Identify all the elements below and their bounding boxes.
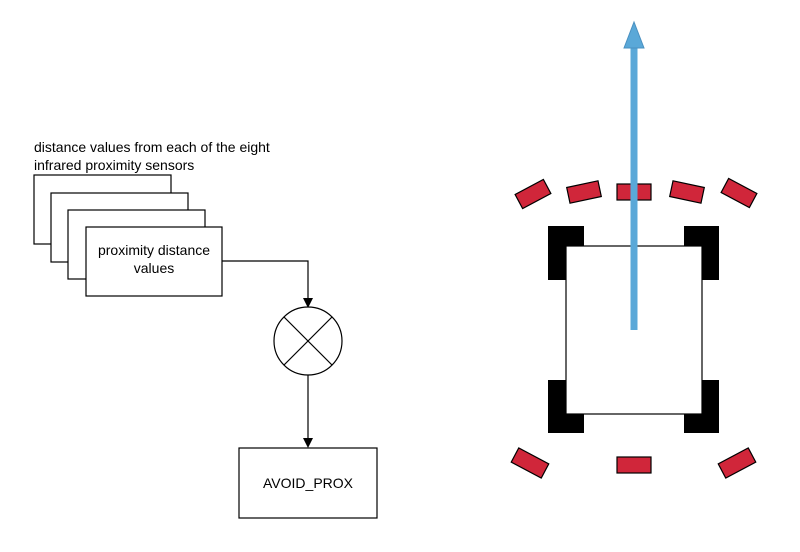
rear-sensor bbox=[717, 447, 757, 479]
sensor-box-stack bbox=[33, 174, 223, 297]
sensor-box-line-2: values bbox=[134, 260, 174, 276]
robot bbox=[510, 20, 758, 479]
sensor-box-front bbox=[85, 226, 223, 297]
caption-line-1: distance values from each of the eight bbox=[34, 139, 270, 155]
front-sensor bbox=[565, 180, 603, 204]
caption-line-2: infrared proximity sensors bbox=[34, 157, 194, 173]
wheel-rear-right bbox=[684, 380, 719, 433]
rear-sensor bbox=[510, 447, 550, 479]
front-sensors bbox=[514, 177, 758, 210]
front-sensor bbox=[720, 177, 758, 209]
front-sensor bbox=[668, 180, 706, 204]
sensor-box-line-1: proximity distance bbox=[98, 242, 210, 258]
output-box bbox=[238, 447, 378, 519]
multiplier-node bbox=[273, 306, 343, 376]
output-box-label: AVOID_PROX bbox=[263, 475, 354, 491]
connector-to-multiplier bbox=[222, 260, 313, 308]
rear-sensors bbox=[510, 447, 757, 479]
front-sensor bbox=[514, 178, 552, 210]
wheel-front-right bbox=[684, 226, 719, 280]
rear-sensor bbox=[616, 456, 652, 474]
heading-arrow bbox=[623, 20, 645, 330]
